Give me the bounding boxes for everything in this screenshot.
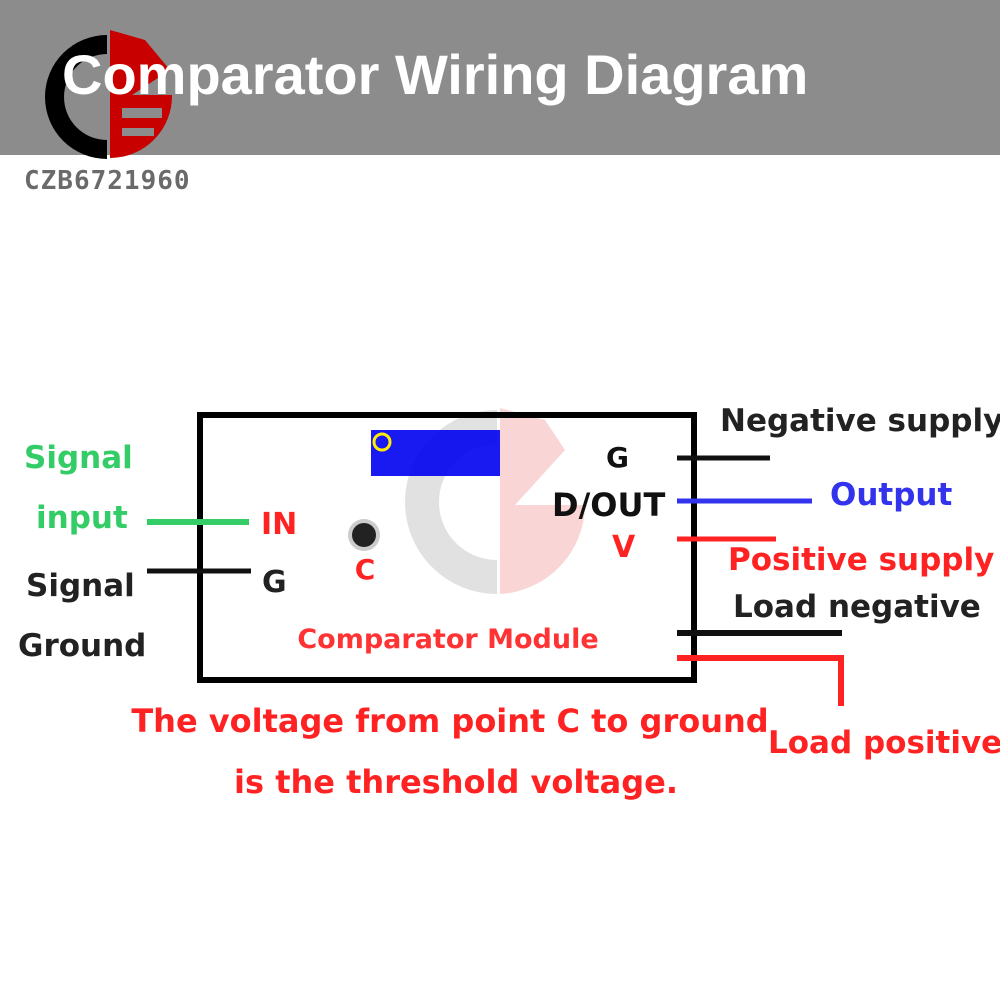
point-c-dot-inner (352, 523, 376, 547)
logo-text: CZB6721960 (24, 166, 191, 196)
potentiometer (371, 430, 500, 476)
label-positive-supply: Positive supply (728, 542, 995, 578)
point-c-label: C (354, 553, 376, 586)
pin-g-left: G (262, 565, 287, 600)
module-box (197, 412, 697, 683)
label-load-negative: Load negative (733, 589, 981, 625)
label-negative-supply: Negative supply (720, 403, 1000, 439)
label-output: Output (830, 477, 953, 513)
label-load-positive: Load positive (768, 725, 1000, 761)
logo-icon (45, 30, 173, 159)
label-signal-input-2: input (36, 500, 128, 536)
label-signal-input-1: Signal (24, 440, 133, 476)
page-title: Comparator Wiring Diagram (62, 43, 809, 106)
pin-dout: D/OUT (552, 486, 666, 524)
potentiometer-screw-icon (372, 432, 392, 452)
pin-g-right: G (606, 441, 629, 474)
module-label: Comparator Module (297, 624, 599, 655)
pin-in: IN (261, 507, 298, 542)
pin-v: V (612, 530, 636, 565)
wire-load-positive (677, 655, 844, 706)
header-band (0, 0, 1000, 155)
caption-line-1: The voltage from point C to ground (131, 702, 769, 740)
caption-line-2: is the threshold voltage. (234, 763, 678, 801)
label-signal-ground-2: Ground (18, 628, 147, 664)
label-signal-ground-1: Signal (26, 568, 135, 604)
